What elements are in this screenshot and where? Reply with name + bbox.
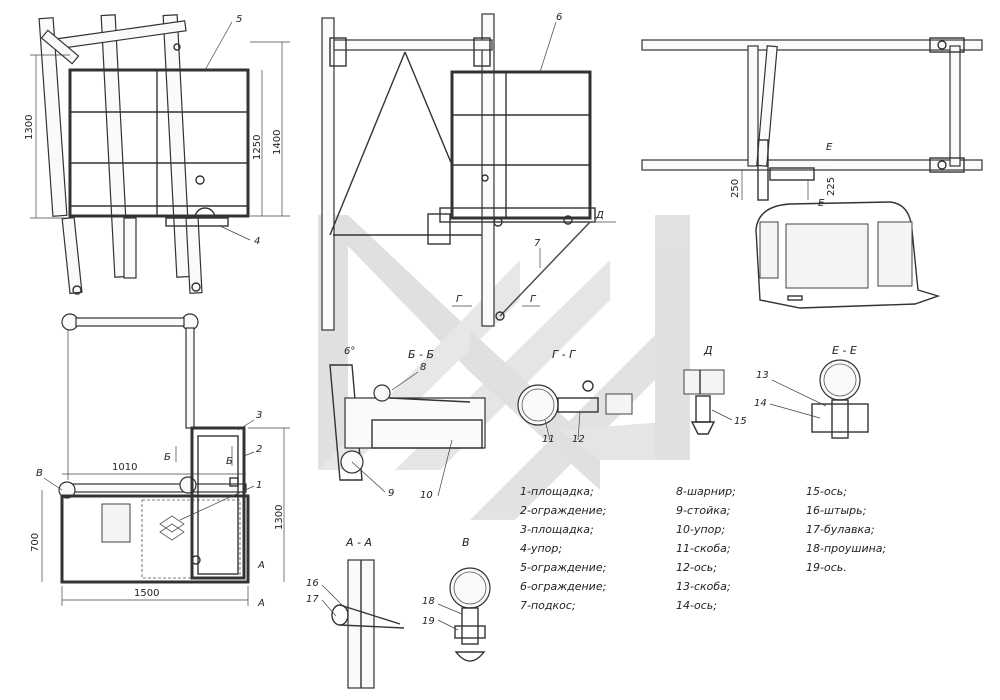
view-v-title: В	[462, 536, 470, 549]
section-aa-title: А - А	[345, 536, 372, 549]
legend-item-12: 12-ось;	[676, 561, 717, 574]
section-ee: Е - Е 13 14	[754, 344, 869, 439]
callout-1: 1	[256, 480, 262, 491]
legend-item-16: 16-штырь;	[806, 504, 866, 517]
callout-E1: Е	[826, 142, 833, 153]
callout-11: 11	[542, 434, 555, 445]
legend-item-13: 13-скоба;	[676, 580, 731, 593]
callout-G2: Г	[530, 294, 537, 305]
dim-1300: 1300	[274, 505, 285, 530]
section-bb-angle: 6°	[344, 346, 355, 357]
dim-225: 225	[826, 177, 837, 196]
callout-10: 10	[420, 490, 433, 501]
callout-15: 15	[734, 416, 747, 427]
callout-14: 14	[754, 398, 767, 409]
callout-17: 17	[306, 594, 319, 605]
callout-19: 19	[422, 616, 435, 627]
legend-item-5: 5-ограждение;	[520, 561, 606, 574]
callout-B: В	[36, 468, 43, 479]
callout-16: 16	[306, 578, 319, 589]
legend-item-14: 14-ось;	[676, 599, 717, 612]
callout-4: 4	[254, 236, 260, 247]
callout-6: 6	[556, 12, 562, 23]
legend-item-8: 8-шарнир;	[676, 485, 736, 498]
view-front-elevation: 1300 1250 1400 5 4	[24, 14, 290, 295]
dim-1010: 1010	[112, 462, 137, 473]
section-gg: Г - Г 11 12	[517, 348, 633, 445]
legend-item-19: 19-ось.	[806, 561, 847, 574]
legend-item-11: 11-скоба;	[676, 542, 731, 555]
callout-12: 12	[572, 434, 585, 445]
section-bb-title: Б - Б	[408, 348, 434, 361]
watermark-logo	[318, 215, 690, 520]
legend-item-9: 9-стойка;	[676, 504, 730, 517]
dim-250: 250	[730, 179, 741, 198]
legend-item-17: 17-булавка;	[806, 523, 875, 536]
callout-A1: А	[257, 560, 265, 571]
callout-13: 13	[756, 370, 769, 381]
legend-item-4: 4-упор;	[520, 542, 562, 555]
legend-item-18: 18-проушина;	[806, 542, 886, 555]
view-top-right-plan: 250 225 Е Е	[641, 37, 983, 309]
legend-item-3: 3-площадка;	[520, 523, 594, 536]
callout-8: 8	[420, 362, 426, 373]
legend-item-15: 15-ось;	[806, 485, 847, 498]
callout-5: 5	[236, 14, 242, 25]
dim-1500: 1500	[134, 588, 159, 599]
legend-item-2: 2-ограждение;	[520, 504, 606, 517]
dim-height-left: 1300	[24, 115, 35, 140]
callout-G1: Г	[456, 294, 463, 305]
legend-item-10: 10-упор;	[676, 523, 725, 536]
callout-D: Д	[595, 210, 604, 221]
callout-A2: А	[257, 598, 265, 609]
section-ee-title: Е - Е	[832, 344, 857, 357]
view-d-title: Д	[703, 344, 713, 357]
legend-item-6: 6-ограждение;	[520, 580, 606, 593]
dim-700: 700	[30, 533, 41, 552]
callout-18: 18	[422, 596, 435, 607]
dim-height-right-1: 1250	[252, 135, 263, 160]
callout-Bsec-2: Б	[226, 456, 233, 467]
callout-2: 2	[256, 444, 262, 455]
view-v: В 18 19	[422, 536, 491, 662]
callout-9: 9	[388, 488, 394, 499]
legend: 1-площадка; 2-ограждение; 3-площадка; 4-…	[520, 485, 886, 612]
view-side-elevation: 6 7 Д Г Г	[321, 12, 616, 331]
legend-item-1: 1-площадка;	[520, 485, 594, 498]
section-bb: Б - Б 6° 8 9 10	[329, 346, 486, 501]
callout-7: 7	[534, 238, 541, 249]
section-aa: А - А 16 17	[306, 536, 405, 689]
callout-Bsec-1: Б	[164, 452, 171, 463]
view-d: Д 15	[683, 344, 747, 435]
section-gg-title: Г - Г	[552, 348, 576, 361]
view-bottom-plan: 1010 1500 700 1300 В Б Б 3 2 1 А А	[30, 313, 290, 609]
legend-item-7: 7-подкос;	[520, 599, 576, 612]
callout-3: 3	[256, 410, 262, 421]
dim-height-right-2: 1400	[272, 130, 283, 155]
